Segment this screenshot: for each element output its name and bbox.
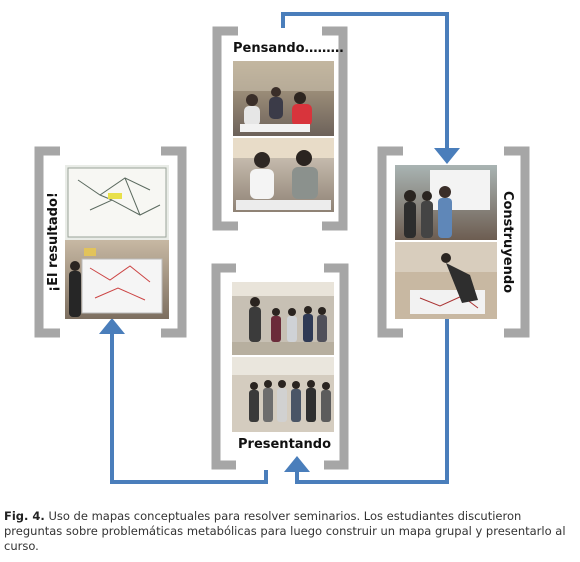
- photo-presenting: [232, 282, 334, 432]
- arrow-presenting-to-result: [110, 332, 268, 484]
- photo-thinking: [233, 61, 334, 212]
- figure-text: Uso de mapas conceptuales para resolver …: [4, 509, 566, 553]
- arrowhead-up-icon: [284, 456, 310, 472]
- arrowhead-down-icon: [434, 148, 460, 164]
- arrowhead-up-icon: [99, 318, 125, 334]
- flow-arrows: [110, 12, 449, 484]
- figure-caption: Fig. 4. Uso de mapas conceptuales para r…: [4, 509, 578, 554]
- label-presenting: Presentando: [238, 437, 331, 452]
- arrow-building-to-presenting: [295, 318, 449, 484]
- figure-label: Fig. 4.: [4, 509, 45, 523]
- photo-building: [395, 165, 497, 319]
- photo-result: [65, 165, 169, 319]
- label-result: ¡El resultado!: [46, 192, 61, 292]
- brackets: [34, 26, 530, 470]
- label-thinking: Pensando………: [233, 41, 344, 56]
- workflow-diagram: Pensando……… Presentando ¡El resultado! C…: [34, 12, 530, 484]
- label-building: Construyendo: [500, 191, 515, 293]
- arrow-thinking-to-building: [281, 12, 449, 150]
